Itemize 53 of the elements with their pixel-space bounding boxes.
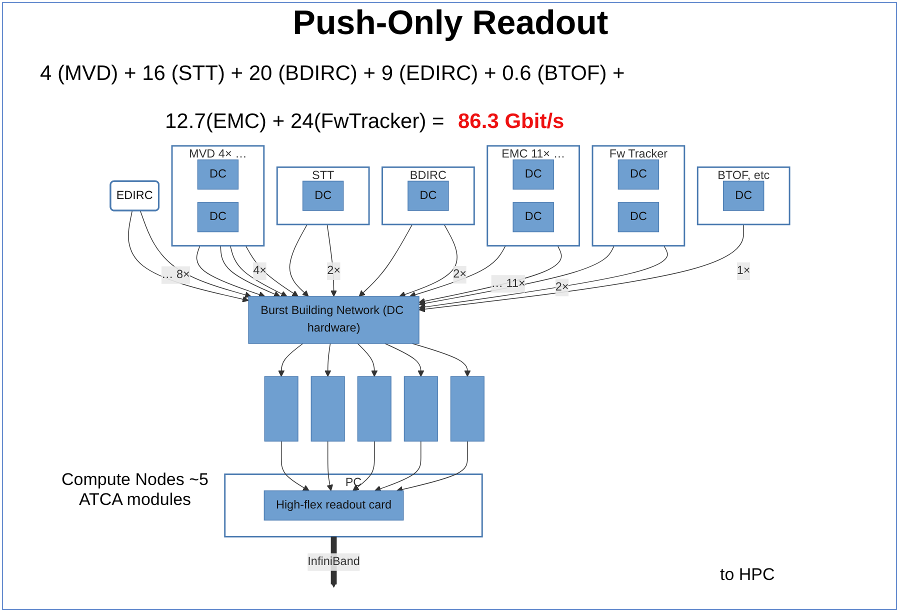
edge-label: 4× bbox=[253, 264, 267, 277]
arrow bbox=[374, 440, 422, 492]
edge-label: 1× bbox=[736, 264, 750, 277]
formula-text: 4 (MVD) + 16 (STT) + 20 (BDIRC) + 9 (EDIRC) + 0.6 (BTOF) + bbox=[40, 62, 625, 86]
arrow bbox=[326, 440, 334, 492]
edge-label: … 11× bbox=[491, 277, 526, 290]
arrow bbox=[412, 343, 471, 377]
note-text: to HPC bbox=[720, 565, 775, 585]
arrow bbox=[326, 224, 337, 297]
node-bar bbox=[404, 376, 438, 442]
node-bar bbox=[310, 376, 345, 442]
formula-text: 12.7(EMC) + 24(FwTracker) = bbox=[165, 110, 444, 134]
arrow bbox=[324, 343, 332, 377]
note-text: Compute Nodes ~5 ATCA modules bbox=[60, 470, 210, 510]
arrow bbox=[289, 224, 309, 297]
node-box: DC bbox=[197, 159, 239, 190]
arrow bbox=[358, 224, 413, 297]
edge-label: … 8× bbox=[161, 268, 190, 281]
arrow bbox=[280, 440, 310, 492]
node-box: DC bbox=[512, 159, 554, 190]
node-bar bbox=[357, 376, 392, 442]
edge-label: 2× bbox=[453, 268, 467, 281]
arrow bbox=[399, 224, 458, 298]
arrow bbox=[230, 245, 288, 297]
arrow bbox=[409, 245, 506, 298]
node-bar bbox=[450, 376, 484, 442]
edge-label: InfiniBand bbox=[308, 555, 360, 568]
node-box: DC bbox=[302, 180, 344, 211]
node-box: High-flex readout card bbox=[264, 490, 404, 521]
arrow bbox=[140, 210, 252, 298]
node-box: DC bbox=[197, 202, 239, 232]
arrow bbox=[220, 245, 280, 298]
arrow bbox=[245, 245, 298, 297]
arrow bbox=[418, 245, 562, 304]
edge-label: 2× bbox=[327, 264, 340, 277]
node-box: DC bbox=[408, 180, 449, 211]
node-box: Burst Building Network (DC hardware) bbox=[248, 296, 420, 344]
arrow bbox=[396, 440, 468, 493]
arrow bbox=[278, 343, 304, 377]
arrow bbox=[196, 245, 266, 298]
edge-label: 2× bbox=[555, 280, 569, 294]
title: Push-Only Readout bbox=[292, 4, 610, 43]
node-box: DC bbox=[618, 202, 660, 232]
arrow bbox=[418, 245, 668, 310]
node-box: DC bbox=[722, 180, 764, 211]
arrow bbox=[352, 440, 375, 492]
arrow bbox=[418, 224, 744, 312]
arrow bbox=[384, 343, 424, 377]
node-box: DC bbox=[618, 159, 660, 190]
node-box: DC bbox=[512, 202, 554, 232]
node-bar bbox=[264, 376, 298, 442]
arrow bbox=[357, 343, 378, 377]
total-rate-text: 86.3 Gbit/s bbox=[458, 110, 564, 134]
